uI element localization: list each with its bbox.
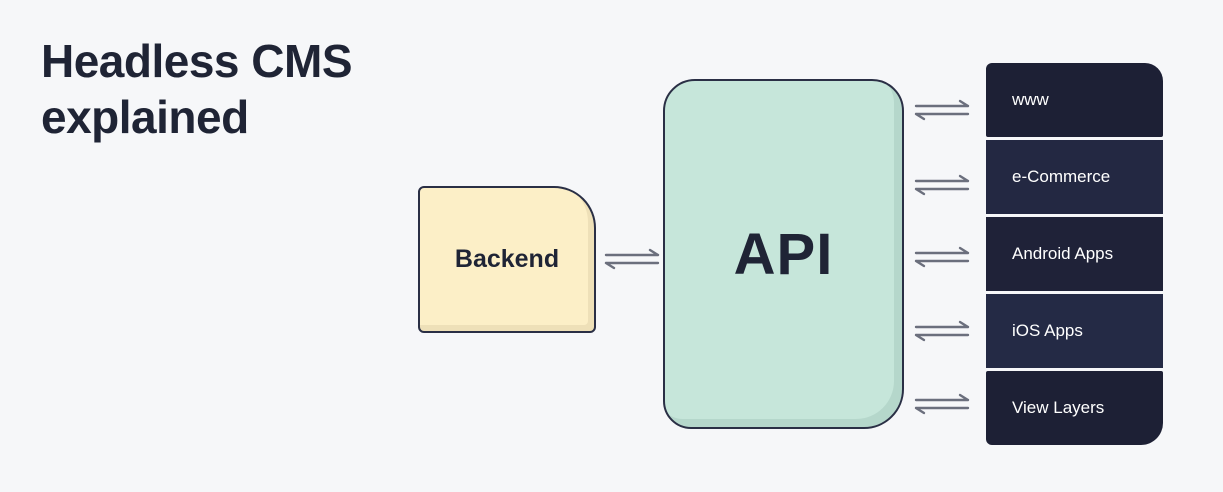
- bidirectional-arrows-icon: [604, 248, 660, 270]
- bidirectional-arrows-icon: [914, 174, 970, 196]
- api-box: API: [663, 79, 904, 429]
- target-channel-list: www e-Commerce Android Apps iOS Apps Vie…: [986, 63, 1163, 445]
- bidirectional-arrows-icon: [914, 99, 970, 121]
- target-label: www: [1012, 90, 1049, 109]
- page-title-line-1: Headless CMS: [41, 35, 353, 87]
- target-www: www: [986, 63, 1163, 137]
- backend-box: Backend: [418, 186, 596, 333]
- api-label: API: [733, 221, 834, 287]
- target-view-layers: View Layers: [986, 371, 1163, 445]
- bidirectional-arrows-icon: [914, 393, 970, 415]
- target-ios-apps: iOS Apps: [986, 294, 1163, 368]
- page-title: Headless CMS explained: [41, 33, 353, 145]
- bidirectional-arrows-icon: [914, 246, 970, 268]
- target-label: View Layers: [1012, 398, 1105, 417]
- page-title-line-2: explained: [41, 91, 249, 143]
- bidirectional-arrows-icon: [914, 320, 970, 342]
- target-android-apps: Android Apps: [986, 217, 1163, 291]
- target-label: iOS Apps: [1012, 321, 1083, 340]
- target-label: e-Commerce: [1012, 167, 1111, 186]
- target-label: Android Apps: [1012, 244, 1114, 263]
- backend-label: Backend: [454, 245, 560, 273]
- target-e-commerce: e-Commerce: [986, 140, 1163, 214]
